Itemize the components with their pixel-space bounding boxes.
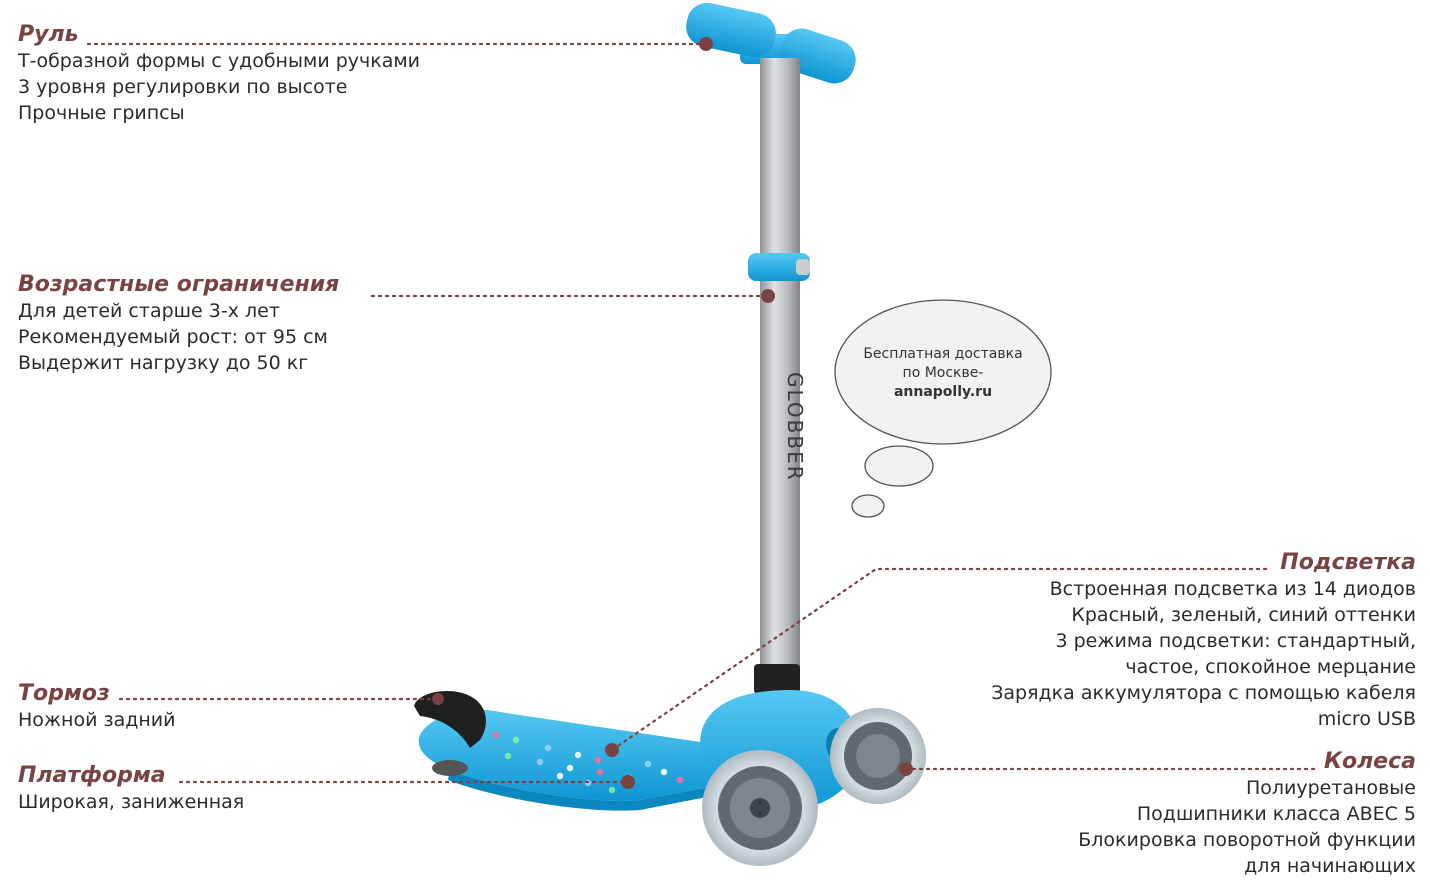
feature-line: Рекомендуемый рост: от 95 см	[18, 326, 328, 348]
thought-bubble	[834, 299, 1052, 518]
feature-age: Возрастные ограничения Для детей старше …	[18, 272, 339, 376]
feature-line: для начинающих	[1244, 855, 1416, 877]
led-dot	[660, 768, 668, 776]
rear-wheel	[432, 760, 468, 776]
feature-line: Прочные грипсы	[18, 102, 185, 124]
feature-title: Возрастные ограничения	[18, 272, 340, 297]
led-dot	[536, 758, 544, 766]
bubble-site: annapolly.ru	[893, 384, 993, 400]
bubble-line-1: Бесплатная доставка	[863, 346, 1023, 362]
marker-wheels	[899, 762, 913, 776]
marker-platform	[621, 775, 635, 789]
bubble-line-2: по Москве-	[902, 365, 984, 381]
feature-line: Зарядка аккумулятора с помощью кабеля	[991, 682, 1416, 704]
feature-line: micro USB	[1317, 708, 1416, 730]
rear-brake	[414, 691, 486, 748]
marker-age	[761, 289, 775, 303]
leader-lines	[86, 42, 1318, 784]
feature-handlebar: Руль Т-образной формы с удобными ручками…	[18, 22, 420, 126]
feature-line: Ножной задний	[18, 709, 176, 731]
feature-title: Руль	[18, 22, 79, 47]
feature-line: 3 уровня регулировки по высоте	[18, 76, 348, 98]
feature-line: Подшипники класса ABEC 5	[1136, 803, 1416, 825]
feature-title: Тормоз	[18, 681, 110, 706]
feature-line: Т-образной формы с удобными ручками	[18, 50, 421, 72]
markers	[432, 37, 913, 789]
feature-title: Платформа	[18, 763, 166, 788]
front-wheel-right	[830, 708, 926, 804]
feature-line: Выдержит нагрузку до 50 кг	[18, 352, 309, 374]
led-dot	[676, 776, 684, 784]
led-dot	[492, 731, 500, 739]
led-dot	[594, 756, 602, 764]
marker-brake	[432, 693, 444, 705]
feature-line: частое, спокойное мерцание	[1125, 656, 1416, 678]
led-dot	[644, 760, 652, 768]
feature-line: Полиуретановые	[1245, 777, 1416, 799]
feature-line: Для детей старше 3-х лет	[18, 300, 280, 322]
led-dot	[574, 751, 582, 759]
marker-handlebar	[699, 37, 713, 51]
steering-collar	[754, 664, 800, 694]
marker-lighting	[605, 743, 619, 757]
feature-title: Колеса	[1323, 749, 1416, 774]
led-dot	[544, 744, 552, 752]
led-dot	[556, 772, 564, 780]
height-clamp	[748, 253, 810, 281]
led-dot	[566, 764, 574, 772]
deck-leds	[492, 731, 684, 794]
bubble-text: Бесплатная доставка по Москве- annapolly…	[836, 345, 1050, 402]
led-dot	[596, 768, 604, 776]
feature-brake: Тормоз Ножной задний	[18, 681, 175, 733]
leader-lighting	[610, 567, 1268, 752]
brand-text: GLOBBER	[783, 372, 807, 482]
feature-platform: Платформа Широкая, заниженная	[18, 763, 244, 815]
bubble-medium	[864, 445, 934, 487]
led-dot	[504, 752, 512, 760]
bubble-small	[851, 494, 885, 518]
led-dot	[608, 786, 616, 794]
pole	[760, 58, 800, 698]
feature-lighting: Подсветка Встроенная подсветка из 14 дио…	[991, 550, 1416, 732]
deck-side	[448, 770, 715, 811]
feature-line: 3 режима подсветки: стандартный,	[1055, 630, 1416, 652]
handlebar-grip-left	[686, 2, 776, 58]
feature-line: Широкая, заниженная	[18, 791, 245, 813]
feature-line: Встроенная подсветка из 14 диодов	[1049, 578, 1416, 600]
feature-line: Красный, зеленый, синий оттенки	[1071, 604, 1416, 626]
led-dot	[512, 736, 520, 744]
feature-line: Блокировка поворотной функции	[1078, 829, 1416, 851]
bubble-main	[834, 299, 1052, 445]
feature-title: Подсветка	[1280, 550, 1416, 575]
clamp-lever	[796, 259, 810, 275]
feature-wheels: Колеса Полиуретановые Подшипники класса …	[1078, 749, 1416, 879]
front-wheel-left	[702, 750, 818, 866]
